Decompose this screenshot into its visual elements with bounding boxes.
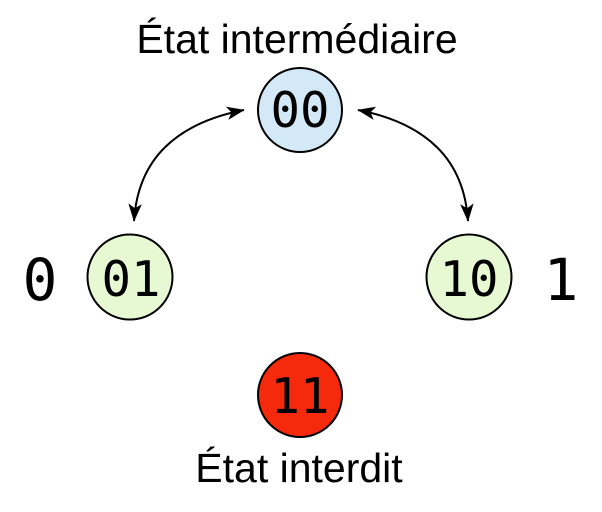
state-node-11: 11 bbox=[257, 352, 343, 438]
state-circle-10 bbox=[425, 233, 513, 321]
state-label-00: 00 bbox=[270, 82, 329, 139]
state-label-10: 10 bbox=[439, 251, 498, 308]
state-label-01: 01 bbox=[101, 251, 160, 308]
state-circle-00 bbox=[257, 67, 343, 153]
state-node-01: 01 bbox=[86, 233, 174, 321]
transition-arc-right-down bbox=[436, 146, 474, 222]
input-label-0: 0 bbox=[23, 246, 58, 314]
state-label-11: 11 bbox=[270, 368, 329, 425]
title-intermediate-state: État intermédiaire bbox=[136, 16, 457, 62]
transition-arc-right-up bbox=[357, 106, 438, 149]
state-node-00: 00 bbox=[257, 67, 343, 153]
transition-arc-left-down bbox=[128, 146, 166, 222]
title-forbidden-state: État interdit bbox=[195, 445, 403, 491]
transition-arc-left-up bbox=[164, 106, 245, 149]
state-circle-01 bbox=[86, 233, 174, 321]
state-circle-11 bbox=[257, 352, 343, 438]
transition-01-00 bbox=[128, 106, 245, 222]
input-label-1: 1 bbox=[544, 246, 579, 314]
state-node-10: 10 bbox=[425, 233, 513, 321]
transition-10-00 bbox=[357, 106, 474, 222]
